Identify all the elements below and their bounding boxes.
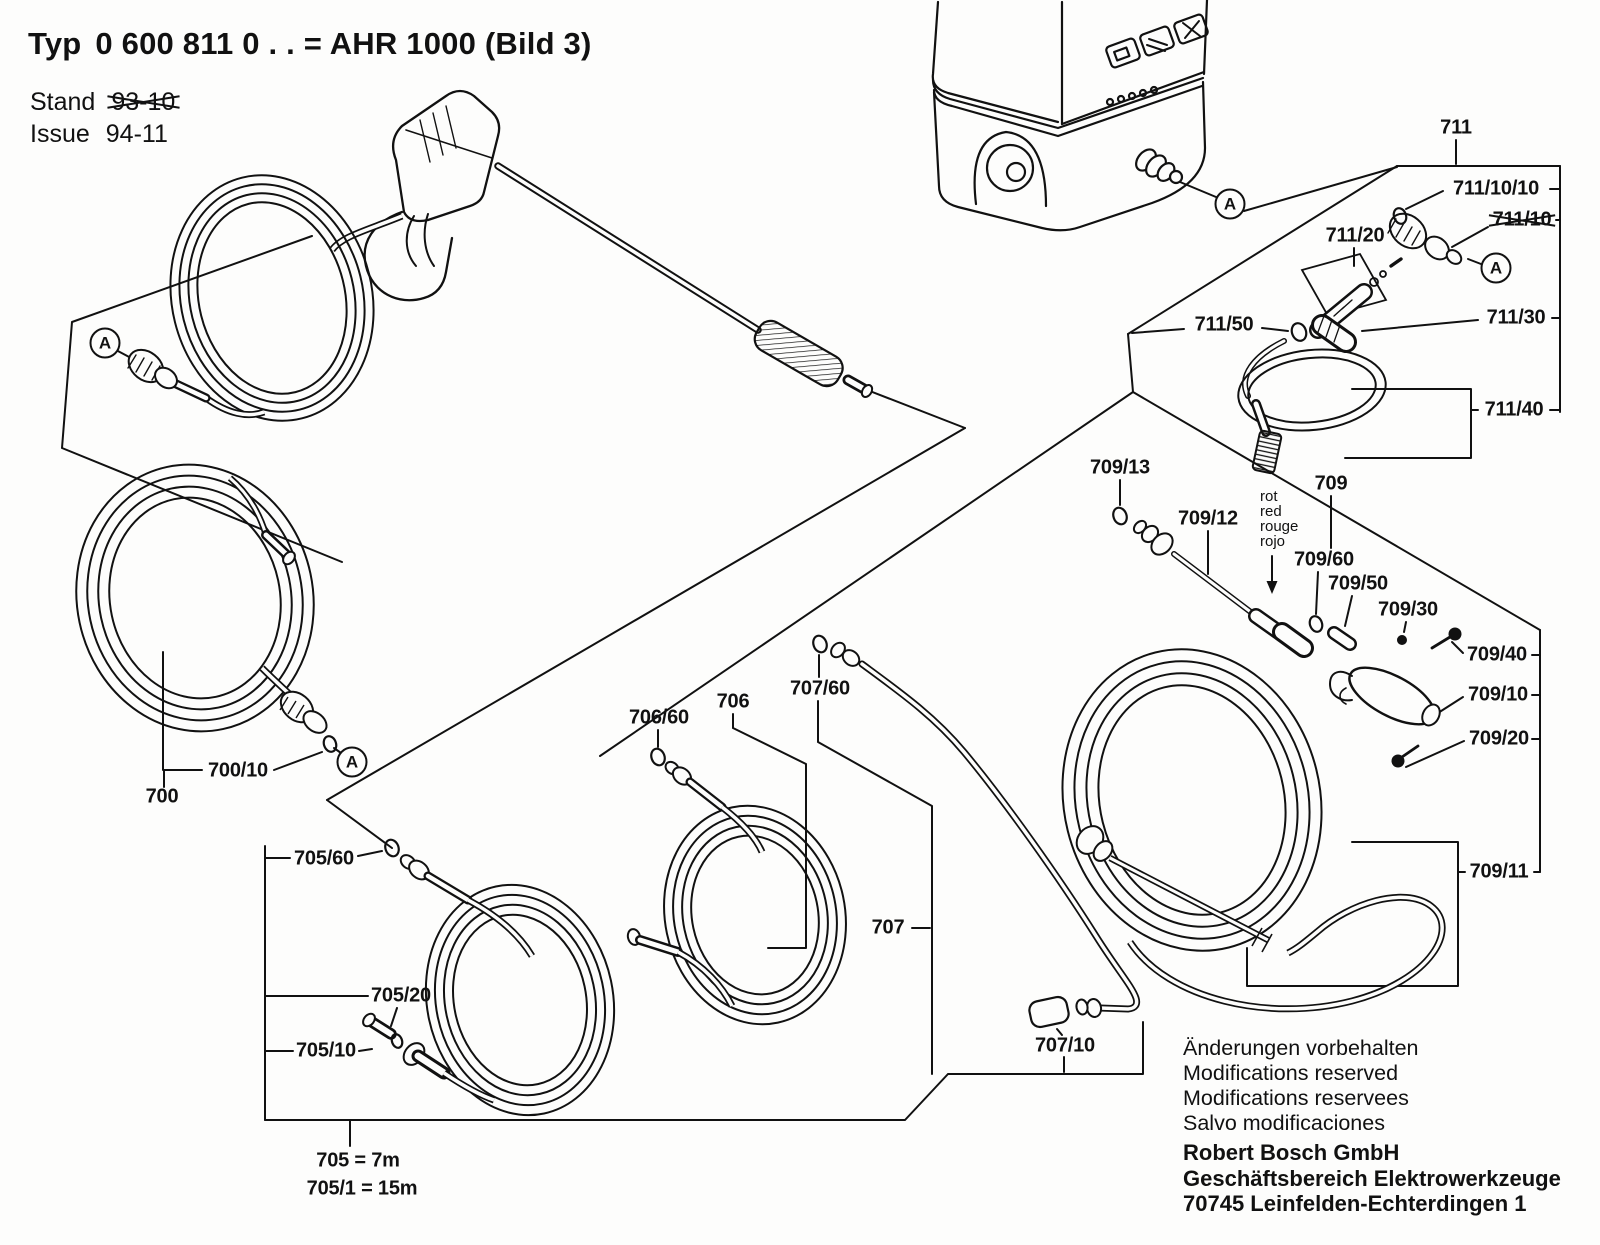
pressure-washer-machine xyxy=(931,0,1209,232)
o-ring-705-20 xyxy=(390,1033,404,1049)
leader-frame-lines xyxy=(61,139,1561,1147)
detail-marker-a-gun-hose: A xyxy=(89,327,121,359)
label-707-10: 707/10 xyxy=(1035,1034,1095,1057)
label-705-10: 705/10 xyxy=(296,1039,356,1062)
hose-coil-700 xyxy=(75,463,328,734)
hose-coil-705 xyxy=(362,854,616,1117)
label-711: 711 xyxy=(1440,116,1472,139)
screw-709-20 xyxy=(1391,744,1420,768)
o-ring-711-10-10 xyxy=(1392,207,1408,225)
o-rings xyxy=(322,207,1408,1049)
o-ring-706-60 xyxy=(650,747,666,767)
trigger xyxy=(405,213,435,267)
nozzle-707-10 xyxy=(1028,995,1070,1029)
label-705-length: 705 = 7m xyxy=(316,1149,400,1172)
label-711-50: 711/50 xyxy=(1194,313,1254,336)
machine-buttons xyxy=(1105,13,1209,69)
label-706-60: 706/60 xyxy=(629,706,689,729)
screw-709-40 xyxy=(1430,627,1462,650)
machine-door-arch xyxy=(973,130,1048,208)
label-705-20: 705/20 xyxy=(371,984,431,1007)
coupling-711-30 xyxy=(1311,314,1357,353)
detail-marker-a-711-10: A xyxy=(1480,252,1512,284)
red-nozzle-arrowhead xyxy=(1266,581,1278,594)
o-ring-700-10 xyxy=(322,735,338,753)
o-ring-705-60 xyxy=(384,838,400,858)
label-700-10: 700/10 xyxy=(208,759,268,782)
label-709-60: 709/60 xyxy=(1294,548,1354,571)
lance-grip xyxy=(753,319,844,388)
lance-709-12 xyxy=(1132,519,1314,658)
label-709-20: 709/20 xyxy=(1469,727,1529,750)
o-ring-711-50 xyxy=(1290,322,1308,342)
company-address: Robert Bosch GmbH Geschäftsbereich Elekt… xyxy=(1183,1140,1561,1216)
nozzle-assembly-709 xyxy=(1327,626,1462,768)
machine-outlet-fitting xyxy=(1135,148,1184,185)
hose-coil-706 xyxy=(626,760,847,1026)
label-706: 706 xyxy=(716,690,750,713)
typ-label: Typ xyxy=(28,26,82,61)
gun-hose-connector xyxy=(127,348,211,403)
lance-tip xyxy=(842,374,874,399)
o-ring-709-60 xyxy=(1308,615,1324,633)
label-709-50: 709/50 xyxy=(1328,572,1388,595)
hose-coil-709-11 xyxy=(1061,648,1446,1013)
ball-709-30 xyxy=(1397,635,1407,645)
o-ring-707-60 xyxy=(812,634,828,654)
stand-value-struck: 93-10 xyxy=(111,88,176,116)
label-711-40: 711/40 xyxy=(1484,398,1544,421)
label-711-10-struck: 711/10 xyxy=(1492,208,1552,231)
label-707-60: 707/60 xyxy=(790,677,850,700)
lance-tube xyxy=(496,164,760,332)
label-709: 709 xyxy=(1314,472,1348,495)
detail-marker-a-700: A xyxy=(336,746,368,778)
label-705-1-length: 705/1 = 15m xyxy=(306,1177,418,1200)
label-709-13: 709/13 xyxy=(1090,456,1150,479)
label-711-20: 711/20 xyxy=(1325,224,1385,247)
pipe-707 xyxy=(830,641,1141,1029)
label-711-30: 711/30 xyxy=(1486,306,1546,329)
label-709-10: 709/10 xyxy=(1468,683,1528,706)
machine-keyhole xyxy=(985,143,1035,193)
typ-value: 0 600 811 0 . . = AHR 1000 (Bild 3) xyxy=(95,26,592,61)
label-709-11: 709/11 xyxy=(1469,860,1529,883)
o-ring-709-13 xyxy=(1112,506,1128,526)
label-709-30: 709/30 xyxy=(1378,598,1438,621)
label-705-60: 705/60 xyxy=(294,847,354,870)
machine-vents xyxy=(1105,85,1159,107)
spray-gun xyxy=(363,89,762,334)
label-711-10-10: 711/10/10 xyxy=(1452,177,1540,200)
gun-hose-coil xyxy=(169,174,404,422)
label-700: 700 xyxy=(145,785,179,808)
hose-711-40 xyxy=(1237,338,1387,475)
page-title: Typ 0 600 811 0 . . = AHR 1000 (Bild 3) xyxy=(28,26,592,62)
detail-marker-a-machine: A xyxy=(1214,188,1246,220)
color-note-rot-red-rouge-rojo: rot red rouge rojo xyxy=(1260,488,1299,550)
label-709-12: 709/12 xyxy=(1178,507,1238,530)
label-709-40: 709/40 xyxy=(1467,643,1527,666)
modifications-notice: Änderungen vorbehalten Modifications res… xyxy=(1183,1036,1419,1135)
label-707: 707 xyxy=(871,916,905,939)
trigger-guard xyxy=(363,210,454,302)
connector-711-10 xyxy=(1387,212,1463,265)
